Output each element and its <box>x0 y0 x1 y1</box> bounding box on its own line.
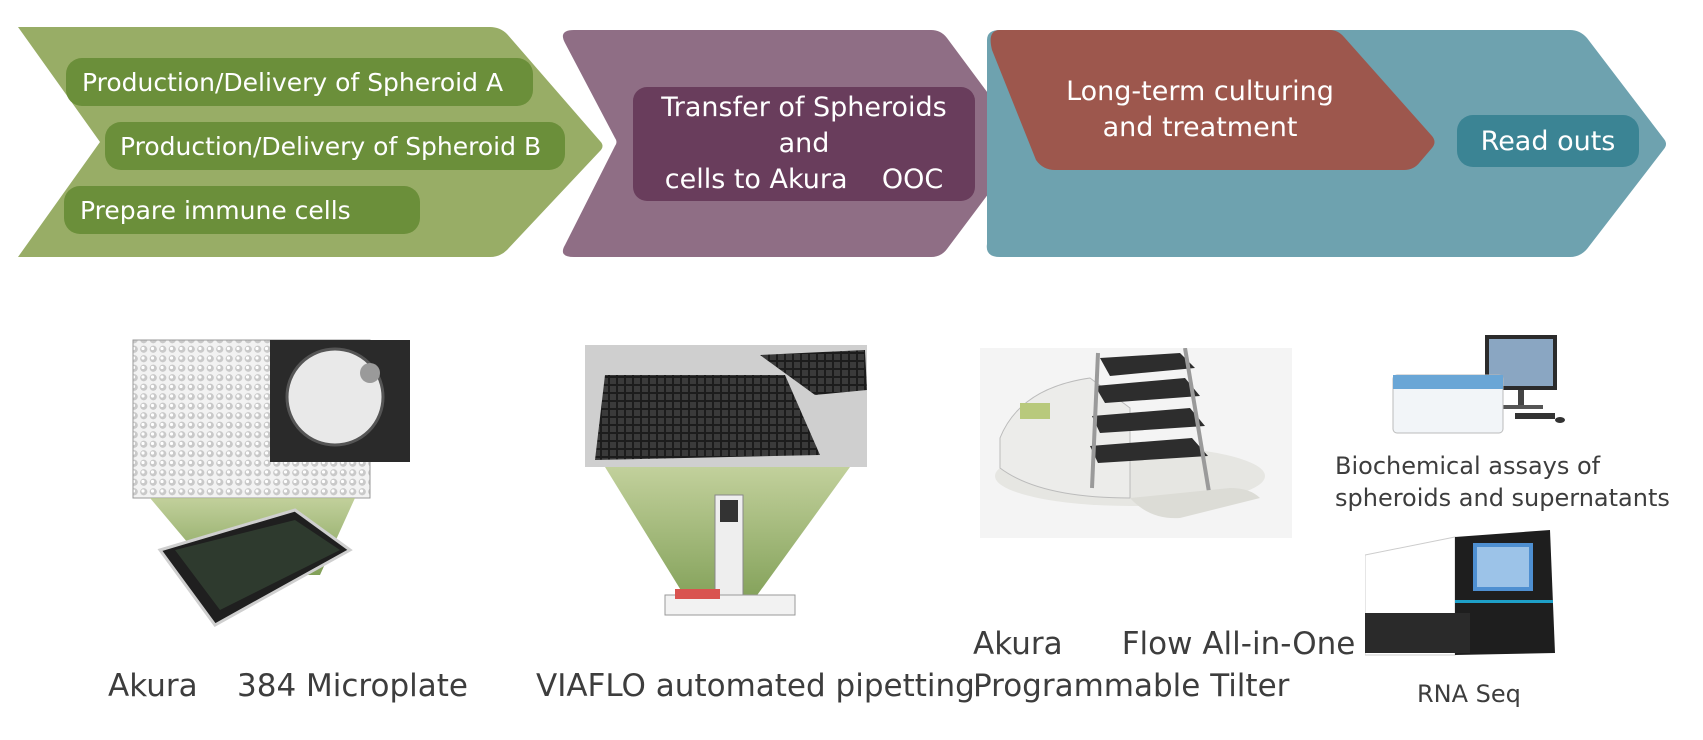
caption-pipetting: VIAFLO automated pipetting <box>536 668 975 704</box>
step3-text: Long-term culturing and treatment <box>1040 74 1360 146</box>
caption-microplate: Akura 384 Microplate <box>108 668 468 704</box>
step3-line2: and treatment <box>1102 112 1298 143</box>
step4-readouts-box: Read outs <box>1457 115 1639 167</box>
caption-assays-line1: Biochemical assays of <box>1335 452 1601 480</box>
step3-line1: Long-term culturing <box>1066 76 1334 107</box>
caption-tilter-line2: Programmable Tilter <box>973 668 1290 704</box>
step1-item-spheroid-a: Production/Delivery of Spheroid A <box>66 58 533 106</box>
viaflo-illustration <box>585 345 867 616</box>
step2-line1: Transfer of Spheroids and <box>661 92 947 159</box>
step2-box: Transfer of Spheroids and cells to Akura… <box>633 87 975 201</box>
rnaseq-instrument-illustration <box>1365 530 1555 656</box>
caption-tilter-line1: Akura Flow All-in-One <box>973 626 1356 662</box>
step1-item-immune-cells: Prepare immune cells <box>64 186 420 234</box>
caption-assays-line2: spheroids and supernatants <box>1335 484 1670 512</box>
microplate-illustration <box>132 339 410 627</box>
caption-rnaseq: RNA Seq <box>1417 680 1521 708</box>
assay-instrument-illustration <box>1392 335 1565 434</box>
chevron-step3 <box>990 30 1435 170</box>
caption-assays: Biochemical assays of spheroids and supe… <box>1335 450 1670 514</box>
tilter-illustration <box>980 348 1292 538</box>
step1-item-spheroid-b: Production/Delivery of Spheroid B <box>105 122 565 170</box>
step2-line2: cells to Akura OOC <box>664 164 944 195</box>
